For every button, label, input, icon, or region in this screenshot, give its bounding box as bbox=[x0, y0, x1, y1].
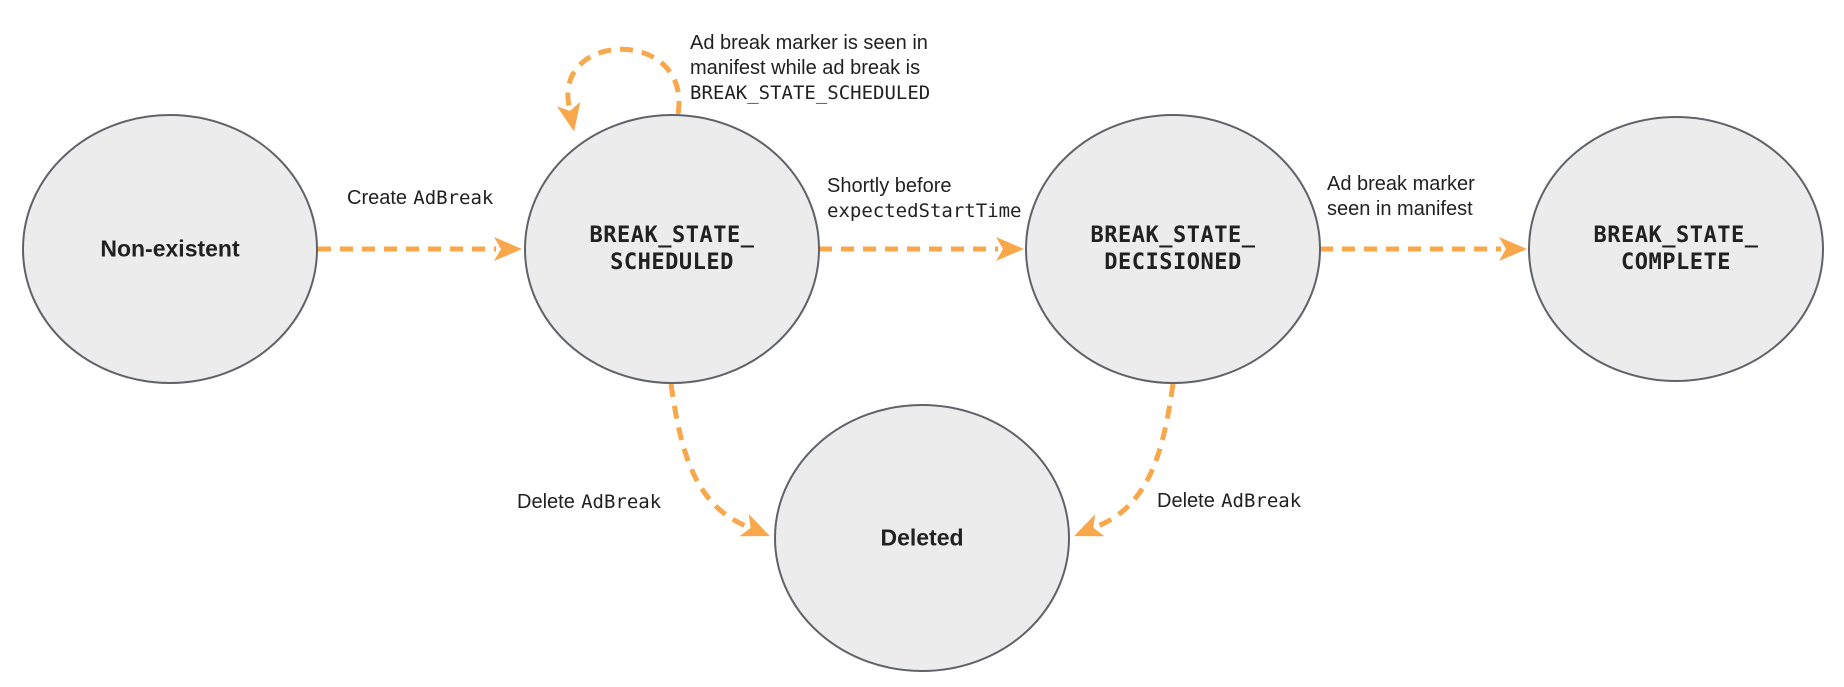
state-label-decisioned: BREAK_STATE_ DECISIONED bbox=[1091, 222, 1256, 276]
edge-label-self-loop-code: BREAK_STATE_SCHEDULED bbox=[690, 82, 931, 104]
edge-label-self-loop-line2: manifest while ad break is bbox=[690, 57, 921, 79]
edge-label-self-loop-line1: Ad break marker is seen in bbox=[690, 32, 928, 54]
state-label-scheduled-line2: SCHEDULED bbox=[610, 250, 734, 275]
state-label-decisioned-line1: BREAK_STATE_ bbox=[1090, 223, 1256, 248]
state-label-decisioned-line2: DECISIONED bbox=[1104, 250, 1242, 275]
edge-label-marker-seen-line1: Ad break marker bbox=[1327, 173, 1475, 195]
state-label-complete-line2: COMPLETE bbox=[1621, 250, 1731, 275]
edge-label-shortly-before-text: Shortly before bbox=[827, 175, 952, 197]
state-label-complete-line1: BREAK_STATE_ bbox=[1593, 223, 1759, 248]
edge-label-create-text: Create bbox=[347, 187, 408, 209]
edge-label-self-loop: Ad break marker is seen in manifest whil… bbox=[690, 31, 930, 106]
edge-label-shortly-before: Shortly before expectedStartTime bbox=[827, 174, 1021, 224]
edge-label-marker-seen-line2: seen in manifest bbox=[1327, 198, 1473, 220]
edge-self-loop-scheduled bbox=[556, 46, 682, 132]
state-node-non-existent bbox=[22, 114, 318, 384]
edge-label-delete-right-code: AdBreak bbox=[1221, 490, 1302, 512]
edge-delete-from-decisioned bbox=[1074, 383, 1176, 537]
state-node-deleted bbox=[774, 404, 1070, 672]
edge-label-delete-left-code: AdBreak bbox=[581, 491, 662, 513]
edge-delete-from-scheduled bbox=[668, 383, 770, 537]
state-label-complete: BREAK_STATE_ COMPLETE bbox=[1594, 222, 1759, 276]
edge-label-delete-from-decisioned: Delete AdBreak bbox=[1157, 489, 1301, 514]
state-label-scheduled-line1: BREAK_STATE_ bbox=[589, 223, 755, 248]
state-label-scheduled: BREAK_STATE_ SCHEDULED bbox=[590, 222, 755, 276]
edge-label-create-code: AdBreak bbox=[413, 187, 494, 209]
state-label-deleted: Deleted bbox=[880, 524, 964, 551]
edge-label-marker-seen: Ad break marker seen in manifest bbox=[1327, 172, 1475, 222]
state-node-scheduled bbox=[524, 114, 820, 384]
state-node-complete bbox=[1528, 116, 1824, 382]
state-label-non-existent: Non-existent bbox=[100, 235, 240, 262]
edge-label-delete-right-text: Delete bbox=[1157, 490, 1215, 512]
edge-label-delete-left-text: Delete bbox=[517, 491, 575, 513]
edge-label-delete-from-scheduled: Delete AdBreak bbox=[517, 490, 661, 515]
edge-label-shortly-before-code: expectedStartTime bbox=[827, 200, 1022, 222]
state-node-decisioned bbox=[1025, 114, 1321, 384]
